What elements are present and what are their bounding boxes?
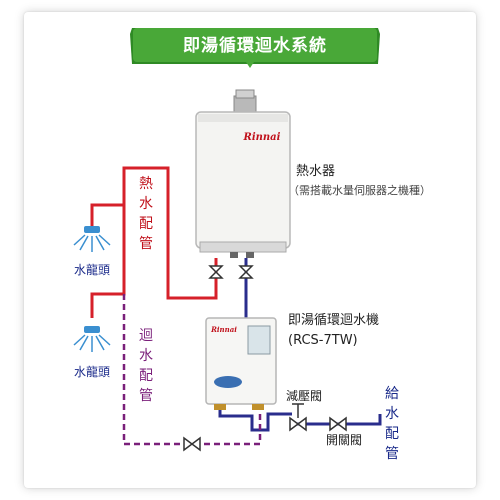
title-banner: 即湯循環迴水系統 bbox=[130, 28, 380, 68]
supply-pipe-label: 給 水 配 管 bbox=[385, 386, 399, 462]
supply-pipe-main bbox=[292, 414, 382, 426]
heater-note: （需搭載水量伺服器之機種） bbox=[288, 183, 431, 197]
faucet-spray-bottom bbox=[73, 334, 111, 352]
svg-text:配: 配 bbox=[139, 216, 153, 232]
svg-text:給: 給 bbox=[385, 386, 399, 402]
faucet-head-bottom bbox=[84, 326, 100, 333]
heater-connector-right bbox=[246, 252, 254, 258]
faucet-bottom bbox=[73, 326, 111, 352]
svg-text:迴: 迴 bbox=[139, 328, 153, 344]
heater-base bbox=[199, 241, 287, 253]
circulator-model: (RCS-7TW) bbox=[288, 333, 358, 348]
circulator-fitting-right bbox=[252, 404, 264, 410]
circulator-badge bbox=[214, 376, 242, 388]
faucet-spray-top bbox=[73, 234, 111, 252]
circulator-unit: Rinnai bbox=[205, 317, 277, 410]
return-pipe-label: 迴 水 配 管 bbox=[139, 328, 153, 404]
faucet-head-top bbox=[84, 226, 100, 233]
valve-return bbox=[183, 436, 201, 452]
svg-text:管: 管 bbox=[385, 446, 399, 462]
circulator-panel bbox=[247, 325, 271, 355]
svg-text:水: 水 bbox=[139, 348, 153, 364]
banner-bg bbox=[133, 28, 377, 62]
page-title: 即湯循環迴水系統 bbox=[183, 35, 327, 56]
faucet-label-bottom: 水龍頭 bbox=[74, 364, 110, 379]
heater-brand-logo: Rinnai bbox=[243, 132, 281, 143]
svg-text:管: 管 bbox=[139, 388, 153, 404]
pressure-reducing-valve bbox=[289, 403, 307, 432]
water-heater: Rinnai bbox=[195, 89, 291, 258]
hot-pipe-main bbox=[90, 166, 218, 318]
circulator-label: 即湯循環迴水機 bbox=[288, 313, 379, 328]
heater-connector-left bbox=[230, 252, 238, 258]
banner-pointer bbox=[246, 62, 254, 68]
svg-text:水: 水 bbox=[139, 196, 153, 212]
svg-text:管: 管 bbox=[139, 236, 153, 252]
return-water-pipe bbox=[122, 294, 262, 446]
heater-flue-cap bbox=[235, 89, 255, 99]
faucet-top bbox=[73, 226, 111, 252]
hot-water-pipe bbox=[90, 166, 218, 318]
heater-label: 熱水器 bbox=[296, 164, 335, 179]
heater-top-band bbox=[198, 114, 288, 122]
valve-heater-left bbox=[208, 265, 224, 279]
valve-heater-right bbox=[238, 265, 254, 279]
supply-pipe-circulator bbox=[218, 400, 292, 432]
faucet-label-top: 水龍頭 bbox=[74, 262, 110, 277]
pressure-valve-label: 減壓閥 bbox=[286, 388, 322, 403]
hot-pipe-label: 熱 水 配 管 bbox=[139, 176, 153, 252]
hot-pipe-branch-top bbox=[90, 203, 124, 228]
svg-text:熱: 熱 bbox=[139, 176, 153, 192]
circulator-brand-logo: Rinnai bbox=[210, 325, 237, 334]
svg-text:配: 配 bbox=[385, 426, 399, 442]
shutoff-valve bbox=[329, 416, 347, 432]
svg-text:水: 水 bbox=[385, 406, 399, 422]
return-pipe-main bbox=[122, 294, 262, 446]
svg-text:配: 配 bbox=[139, 368, 153, 384]
circulator-fitting-left bbox=[214, 404, 226, 410]
shutoff-valve-label: 開關閥 bbox=[326, 433, 362, 447]
